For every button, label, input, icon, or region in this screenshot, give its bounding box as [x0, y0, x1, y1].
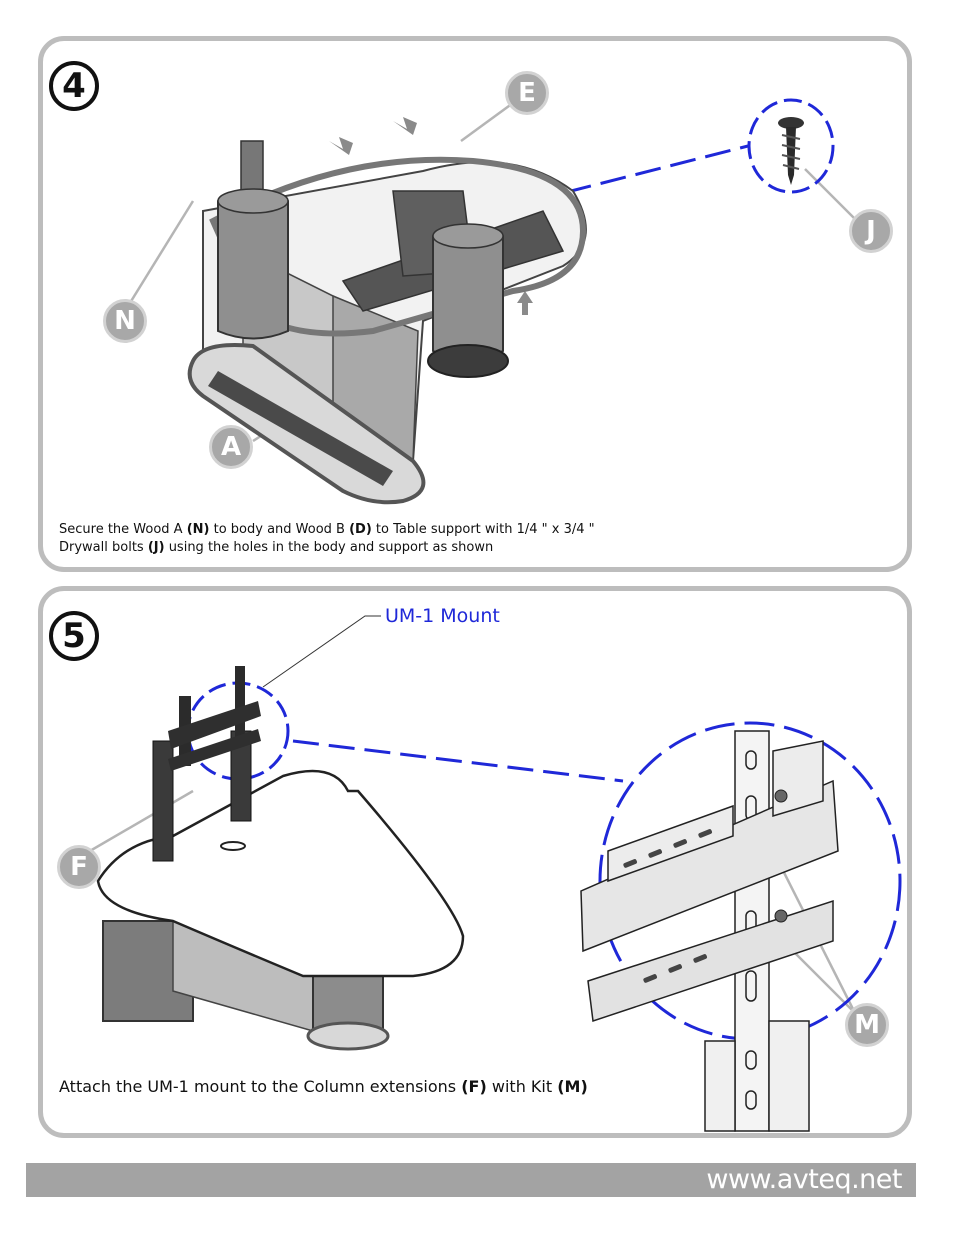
- step-number: 5: [49, 611, 99, 661]
- caption-ref-d: (D): [349, 522, 372, 537]
- footer-bar: www.avteq.net: [26, 1163, 916, 1197]
- website-url[interactable]: www.avteq.net: [706, 1164, 902, 1195]
- step-5-panel: 5 UM-1 Mount F M Attach the UM-1 mount t…: [38, 586, 912, 1138]
- callout-n: N: [103, 299, 147, 343]
- caption-ref-n: (N): [186, 522, 210, 537]
- callout-a: A: [209, 425, 253, 469]
- callout-e: E: [505, 71, 549, 115]
- caption-ref-m: (M): [557, 1077, 588, 1096]
- caption-text: Attach the UM-1 mount to the Column exte…: [59, 1077, 462, 1096]
- step-number: 4: [49, 61, 99, 111]
- step-5-caption: Attach the UM-1 mount to the Column exte…: [59, 1077, 588, 1096]
- step-4-caption: Secure the Wood A (N) to body and Wood B…: [59, 521, 759, 557]
- caption-text: with Kit: [486, 1077, 558, 1096]
- caption-text: Secure the Wood A: [59, 522, 187, 537]
- callout-f: F: [57, 845, 101, 889]
- um1-mount-label: UM-1 Mount: [385, 605, 500, 627]
- caption-text: Drywall bolts: [59, 540, 148, 555]
- drywall-screw: [778, 117, 804, 185]
- caption-text: using the holes in the body and support …: [164, 540, 494, 555]
- caption-ref-f: (F): [461, 1077, 487, 1096]
- callout-m: M: [845, 1003, 889, 1047]
- step-4-illustration: [123, 98, 860, 505]
- step-4-panel: 4 E J N A Secure the Wood A (N) to body …: [38, 36, 912, 572]
- step-5-illustration: [82, 615, 902, 1132]
- caption-text: to body and Wood B: [209, 522, 350, 537]
- caption-text: to Table support with 1/4 " x 3/4 ": [371, 522, 595, 537]
- caption-ref-j: (J): [147, 540, 165, 555]
- callout-j: J: [849, 209, 893, 253]
